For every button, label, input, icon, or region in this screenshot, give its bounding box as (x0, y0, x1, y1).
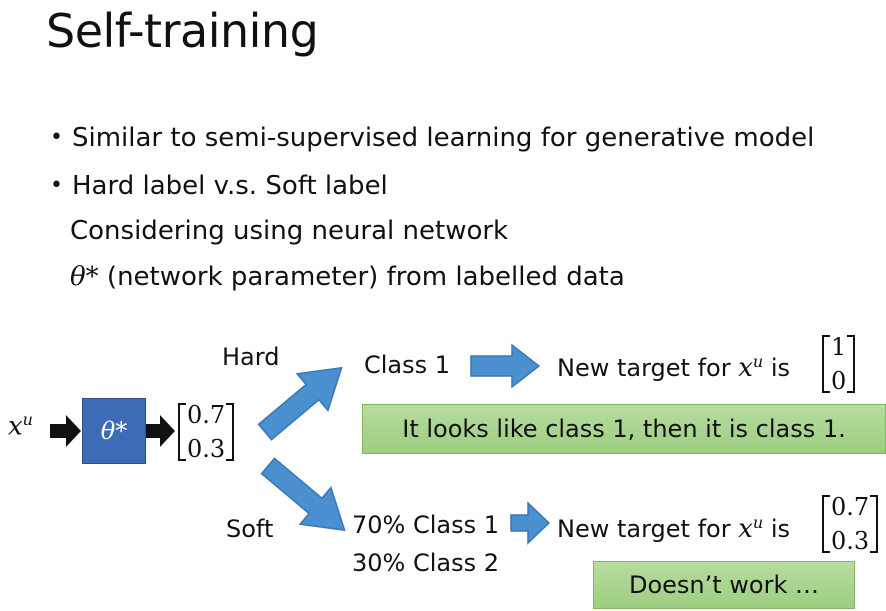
subline-theta-text: (network parameter) from labelled data (98, 262, 625, 292)
hard-note-box: It looks like class 1, then it is class … (362, 404, 886, 454)
soft-class-line-2: 30% Class 2 (352, 549, 500, 577)
soft-target-text: New target for xu is (557, 513, 791, 544)
soft-target-value-2: 0.3 (831, 527, 870, 555)
black-arrow-icon (50, 415, 81, 447)
hard-target-value-1: 1 (831, 333, 847, 361)
theta-star-math: θ* (70, 262, 99, 292)
soft-class-line-1: 70% Class 1 (352, 511, 500, 539)
soft-label: Soft (226, 515, 274, 543)
input-xu: xu (8, 410, 33, 442)
bullet-2: Hard label v.s. Soft label (72, 171, 388, 201)
hard-target-text: New target for xu is (557, 352, 791, 383)
slide-title: Self-training (46, 4, 319, 58)
bullet-dot-1: • (50, 125, 63, 150)
soft-target-vector: 0.7 0.3 (822, 493, 879, 555)
right-arrow-icon (470, 343, 541, 389)
output-vector: 0.7 0.3 (178, 401, 235, 463)
hard-class-text: Class 1 (364, 351, 451, 379)
output-value-1: 0.7 (187, 401, 226, 429)
diagonal-arrow-icon (257, 366, 343, 441)
hard-target-value-2: 0 (831, 367, 847, 395)
bullet-dot-2: • (50, 173, 63, 198)
black-arrow-icon (146, 415, 175, 447)
soft-note-box: Doesn’t work … (593, 561, 855, 609)
diagonal-arrow-icon (260, 457, 346, 532)
subline-theta: θ* (network parameter) from labelled dat… (70, 261, 625, 293)
output-value-2: 0.3 (187, 435, 226, 463)
subline-neural-network: Considering using neural network (70, 216, 509, 246)
model-theta-box: θ* (82, 398, 146, 464)
hard-label: Hard (222, 343, 280, 371)
right-arrow-icon (510, 501, 551, 545)
soft-target-value-1: 0.7 (831, 493, 870, 521)
bullet-1: Similar to semi-supervised learning for … (72, 123, 815, 153)
hard-target-vector: 1 0 (822, 333, 856, 395)
